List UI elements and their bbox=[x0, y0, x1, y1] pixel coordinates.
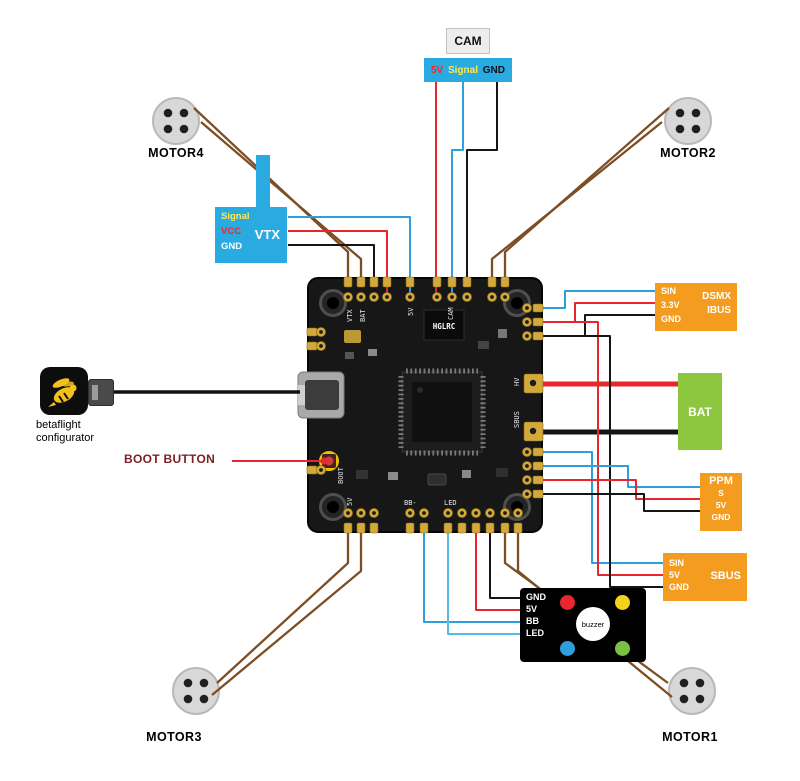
silk-bb: BB- bbox=[404, 499, 417, 507]
buzzer-box: GND 5V BB LED buzzer bbox=[520, 588, 646, 662]
betaflight-caption-line2: configurator bbox=[36, 432, 95, 444]
buzzer-green-pad bbox=[615, 641, 630, 656]
component bbox=[368, 349, 377, 356]
buzzer-wires bbox=[423, 523, 520, 635]
component bbox=[462, 470, 471, 478]
dsmx-pin-3v3: 3.3V bbox=[661, 300, 680, 310]
ppm-pin-s: S bbox=[718, 488, 724, 498]
component bbox=[496, 468, 508, 477]
component bbox=[478, 341, 489, 349]
silk-5v-bottom: 5V bbox=[346, 497, 354, 506]
cam-pin-gnd: GND bbox=[482, 64, 505, 76]
motor3-label: MOTOR3 bbox=[146, 730, 202, 744]
motor1-icon bbox=[668, 667, 716, 715]
vtx-pin-signal: Signal bbox=[221, 211, 250, 222]
vtx-pin-vcc: VCC bbox=[221, 226, 242, 237]
betaflight-caption: betaflight configurator bbox=[36, 419, 156, 445]
cam-wires bbox=[435, 82, 498, 295]
ppm-pin-5v: 5V bbox=[715, 500, 727, 510]
receiver-dsmx-box: SIN 3.3V GND DSMX IBUS bbox=[655, 283, 737, 331]
buzzer-red-pad bbox=[560, 595, 575, 610]
ppm-pin-gnd: GND bbox=[711, 512, 731, 522]
boot-button[interactable] bbox=[319, 451, 339, 471]
cam-title-label: CAM bbox=[454, 34, 482, 48]
component bbox=[427, 473, 447, 486]
motor-wires bbox=[193, 107, 673, 698]
ppm-title: PPM bbox=[709, 475, 733, 487]
ppm-box: PPM S 5V GND bbox=[700, 473, 742, 531]
sbus-pin-sin: SIN bbox=[669, 558, 685, 568]
buzzer-pin-gnd: GND bbox=[526, 592, 546, 602]
buzzer-disc: buzzer bbox=[576, 607, 610, 641]
silk-sbus: SBUS bbox=[513, 411, 521, 428]
buzzer-pin-bb: BB bbox=[526, 616, 539, 626]
flight-controller-board: HGLRC bbox=[297, 277, 543, 533]
ibus-type-label: IBUS bbox=[707, 305, 731, 316]
mcu-chip bbox=[398, 368, 486, 456]
motor3-icon bbox=[172, 667, 220, 715]
component bbox=[356, 470, 368, 479]
capacitor bbox=[344, 330, 361, 343]
vtx-title-label: VTX bbox=[254, 227, 280, 242]
battery-label: BAT bbox=[688, 404, 712, 419]
betaflight-caption-line1: betaflight bbox=[36, 419, 81, 431]
usb-connector bbox=[297, 371, 345, 419]
silk-vtx: VTX bbox=[346, 309, 354, 322]
motor1-label: MOTOR1 bbox=[662, 730, 718, 744]
boot-button-label: BOOT BUTTON bbox=[124, 452, 216, 466]
sbus-pin-5v: 5V bbox=[669, 570, 681, 580]
solder-pads bbox=[306, 276, 544, 534]
cam-pin-signal: Signal bbox=[447, 64, 478, 76]
cam-pin-5v: 5V bbox=[431, 64, 444, 76]
ppm-wires bbox=[543, 465, 700, 512]
dsmx-pin-gnd: GND bbox=[661, 314, 681, 324]
sbus-type-label: SBUS bbox=[710, 570, 741, 582]
silk-hv: HV bbox=[513, 377, 521, 386]
sbus-pin-gnd: GND bbox=[669, 582, 689, 592]
buzzer-blue-pad bbox=[560, 641, 575, 656]
sbus-receiver-wires bbox=[543, 321, 663, 588]
buzzer-pin-5v: 5V bbox=[526, 604, 538, 614]
vtx-pin-gnd: GND bbox=[221, 241, 243, 252]
silk-led: LED bbox=[444, 499, 457, 507]
buzzer-pin-led: LED bbox=[526, 628, 544, 638]
boot-pointer-line bbox=[232, 457, 328, 465]
dsmx-pin-sin: SIN bbox=[661, 286, 677, 296]
usb-plug bbox=[88, 379, 114, 406]
dsmx-type-label: DSMX bbox=[702, 291, 731, 302]
component bbox=[345, 352, 354, 359]
betaflight-logo bbox=[40, 367, 88, 415]
board-brand-text: HGLRC bbox=[433, 322, 456, 331]
silk-5v-top: 5V bbox=[407, 307, 415, 316]
motor4-label: MOTOR4 bbox=[148, 146, 204, 160]
component bbox=[498, 329, 507, 338]
cam-module-box: CAM bbox=[446, 28, 490, 54]
buzzer-yellow-pad bbox=[615, 595, 630, 610]
betaflight-hornet-icon bbox=[48, 378, 77, 407]
vtx-module-box: Signal VCC GND VTX bbox=[215, 207, 287, 263]
motor2-icon bbox=[664, 97, 712, 145]
silk-bat: BAT bbox=[359, 309, 367, 322]
silk-boot: BOOT bbox=[337, 466, 345, 484]
motor2-label: MOTOR2 bbox=[660, 146, 716, 160]
board-silkscreen: VTX BAT 5V CAM SBUS HV BOOT 5V BB- LED bbox=[337, 307, 521, 507]
vtx-antenna bbox=[256, 155, 270, 209]
cam-pin-header: 5V Signal GND bbox=[424, 58, 512, 82]
gyro-chip: HGLRC bbox=[423, 309, 465, 341]
receiver-sbus-box: SIN 5V GND SBUS bbox=[663, 553, 747, 601]
motor4-icon bbox=[152, 97, 200, 145]
battery-box: BAT bbox=[678, 373, 722, 450]
buzzer-label: buzzer bbox=[581, 619, 605, 629]
component bbox=[388, 472, 398, 480]
silk-cam: CAM bbox=[447, 307, 455, 320]
